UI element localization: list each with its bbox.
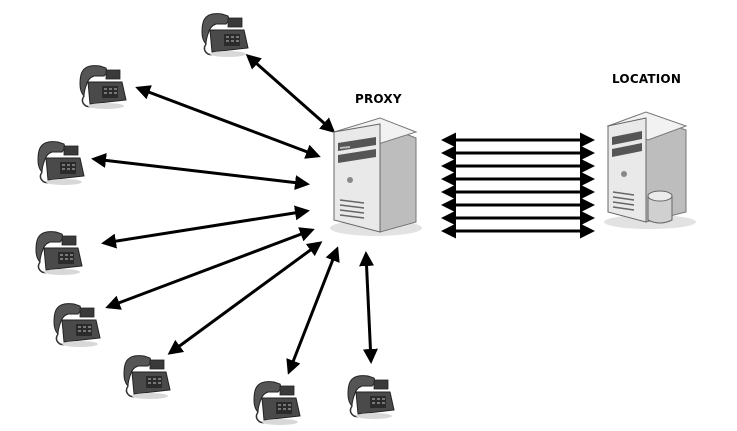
desk-phone-icon [201, 12, 249, 58]
proxy-label: PROXY [355, 92, 402, 106]
phone-2 [79, 64, 127, 110]
desk-phone-icon [253, 380, 301, 426]
desk-phone-icon [35, 230, 83, 276]
database-server-icon [604, 111, 696, 229]
phone-5 [53, 302, 101, 348]
phone-1 [201, 12, 249, 58]
arrow-phone-3 [91, 152, 310, 191]
database-cylinder-icon [647, 190, 673, 224]
server-tower-icon [330, 117, 422, 236]
phone-3 [37, 140, 85, 186]
arrow-phone-4 [101, 205, 310, 249]
phone-6 [123, 354, 171, 400]
desk-phone-icon [53, 302, 101, 348]
arrow-phone-6 [167, 241, 323, 355]
arrow-phone-1 [245, 54, 336, 133]
arrow-phone-7 [286, 246, 340, 375]
arrow-phone-8 [359, 251, 378, 364]
phone-7 [253, 380, 301, 426]
proxy-location-arrows [441, 132, 595, 239]
desk-phone-icon [37, 140, 85, 186]
phone-4 [35, 230, 83, 276]
desk-phone-icon [79, 64, 127, 110]
arrow-phone-2 [135, 85, 321, 159]
location-server [604, 111, 696, 229]
desk-phone-icon [347, 374, 395, 420]
arrow-phone-5 [105, 227, 315, 310]
phone-proxy-arrows [91, 54, 378, 375]
proxy-server [330, 117, 422, 236]
location-label: LOCATION [612, 72, 682, 86]
phone-8 [347, 374, 395, 420]
desk-phone-icon [123, 354, 171, 400]
